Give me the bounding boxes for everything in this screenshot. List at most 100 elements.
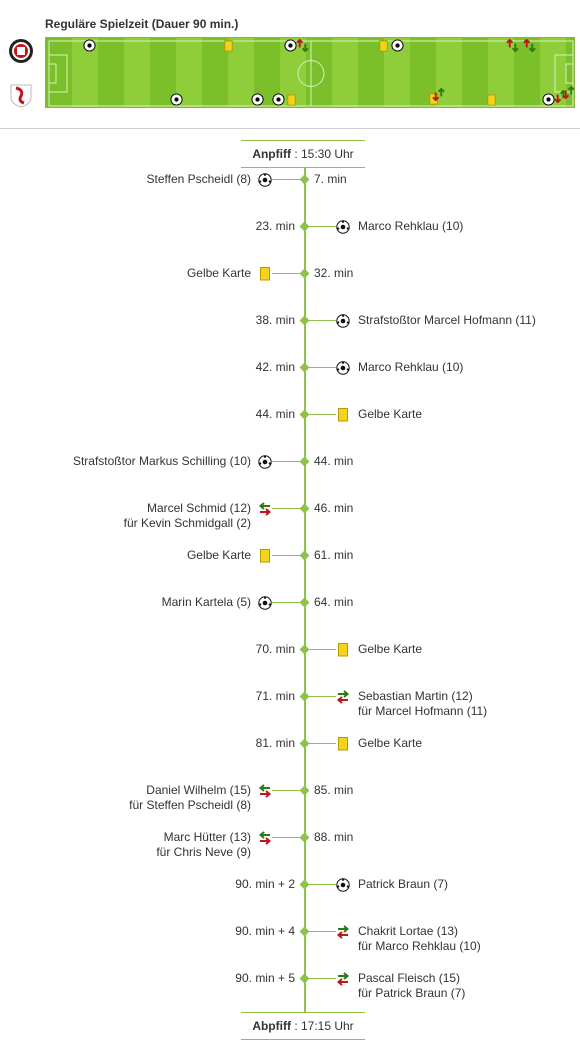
- event-minute: 85. min: [314, 783, 354, 797]
- yellow-card-marker-icon: [487, 94, 496, 106]
- event-primary-text: Gelbe Karte: [358, 736, 423, 750]
- divider: [0, 128, 580, 129]
- event-row: Pascal Fleisch (15)für Patrick Braun (7)…: [0, 971, 580, 1001]
- event-description: Steffen Pscheidl (8): [146, 172, 251, 187]
- event-description: Gelbe Karte: [358, 642, 422, 657]
- event-minute: 70. min: [255, 642, 295, 656]
- event-minute: 64. min: [314, 595, 354, 609]
- event-secondary-text: für Marco Rehklau (10): [358, 939, 481, 953]
- goal-marker-icon: [170, 93, 183, 106]
- timeline-connector: [272, 273, 302, 274]
- event-description: Pascal Fleisch (15)für Patrick Braun (7): [358, 971, 465, 1001]
- substitution-icon: [258, 831, 272, 845]
- event-minute: 23. min: [255, 219, 295, 233]
- kickoff-time: : 15:30 Uhr: [294, 147, 354, 161]
- final-whistle-label: Abpfiff: [252, 1019, 291, 1033]
- section-title: Reguläre Spielzeit (Dauer 90 min.): [45, 17, 239, 31]
- yellow-card-icon: [258, 267, 272, 281]
- event-description: Strafstoßtor Marcel Hofmann (11): [358, 313, 536, 328]
- event-minute: 88. min: [314, 830, 354, 844]
- event-minute: 7. min: [314, 172, 347, 186]
- event-secondary-text: für Steffen Pscheidl (8): [129, 798, 251, 812]
- goal-marker-icon: [391, 39, 404, 52]
- substitution-marker-icon: [296, 39, 309, 52]
- event-minute: 32. min: [314, 266, 354, 280]
- event-primary-text: Gelbe Karte: [186, 266, 251, 280]
- event-description: Gelbe Karte: [358, 736, 422, 751]
- final-whistle-time: : 17:15 Uhr: [294, 1019, 354, 1033]
- event-minute: 81. min: [255, 736, 295, 750]
- timeline-connector: [308, 884, 336, 885]
- event-minute: 42. min: [255, 360, 295, 374]
- event-primary-text: Steffen Pscheidl (8): [146, 172, 251, 186]
- event-row: Gelbe Karte 81. min: [0, 736, 580, 766]
- goal-icon: [258, 173, 272, 187]
- event-primary-text: Marco Rehklau (10): [358, 360, 464, 374]
- timeline-connector: [272, 837, 302, 838]
- event-row: Marco Rehklau (10) 23. min: [0, 219, 580, 249]
- event-description: Gelbe Karte: [187, 548, 251, 563]
- event-description: Marco Rehklau (10): [358, 219, 463, 234]
- event-primary-text: Gelbe Karte: [186, 548, 251, 562]
- substitution-marker-icon: [432, 88, 445, 101]
- event-row: Gelbe Karte 61. min: [0, 548, 580, 578]
- event-minute: 90. min + 5: [235, 971, 295, 985]
- goal-icon: [258, 596, 272, 610]
- event-row: Strafstoßtor Markus Schilling (10)44. mi…: [0, 454, 580, 484]
- event-minute: 38. min: [255, 313, 295, 327]
- event-description: Gelbe Karte: [358, 407, 422, 422]
- event-row: Marco Rehklau (10) 42. min: [0, 360, 580, 390]
- event-primary-text: Strafstoßtor Marcel Hofmann (11): [358, 313, 536, 327]
- event-primary-text: Gelbe Karte: [358, 642, 423, 656]
- timeline-connector: [308, 367, 336, 368]
- goal-icon: [336, 361, 350, 375]
- goal-marker-icon: [83, 39, 96, 52]
- goal-icon: [336, 314, 350, 328]
- timeline-connector: [272, 461, 302, 462]
- timeline-connector: [272, 179, 302, 180]
- goal-marker-icon: [284, 39, 297, 52]
- substitution-icon: [258, 502, 272, 516]
- event-primary-text: Marin Kartela (5): [161, 595, 251, 609]
- timeline-connector: [308, 320, 336, 321]
- event-secondary-text: für Kevin Schmidgall (2): [123, 516, 251, 530]
- goal-icon: [336, 220, 350, 234]
- event-primary-text: Gelbe Karte: [358, 407, 423, 421]
- event-description: Strafstoßtor Markus Schilling (10): [73, 454, 251, 469]
- event-row: Gelbe Karte 70. min: [0, 642, 580, 672]
- event-description: Marc Hütter (13)für Chris Neve (9): [156, 830, 251, 860]
- goal-icon: [258, 455, 272, 469]
- event-minute: 71. min: [255, 689, 295, 703]
- timeline-connector: [272, 555, 302, 556]
- timeline-connector: [308, 696, 336, 697]
- event-description: Patrick Braun (7): [358, 877, 448, 892]
- substitution-icon: [336, 972, 350, 986]
- event-secondary-text: für Patrick Braun (7): [358, 986, 466, 1000]
- event-description: Marco Rehklau (10): [358, 360, 463, 375]
- event-description: Marin Kartela (5): [162, 595, 251, 610]
- substitution-icon: [336, 925, 350, 939]
- pitch-overview: [45, 37, 575, 108]
- event-minute: 46. min: [314, 501, 354, 515]
- event-primary-text: Marco Rehklau (10): [358, 219, 464, 233]
- timeline-connector: [272, 790, 302, 791]
- event-row: Sebastian Martin (12)für Marcel Hofmann …: [0, 689, 580, 719]
- substitution-marker-icon: [554, 90, 567, 103]
- event-secondary-text: für Chris Neve (9): [156, 845, 251, 859]
- timeline-connector: [308, 649, 336, 650]
- goal-icon: [336, 878, 350, 892]
- event-description: Marcel Schmid (12)für Kevin Schmidgall (…: [124, 501, 251, 531]
- event-minute: 44. min: [255, 407, 295, 421]
- event-minute: 61. min: [314, 548, 354, 562]
- yellow-card-marker-icon: [287, 94, 296, 106]
- yellow-card-icon: [336, 408, 350, 422]
- yellow-card-icon: [336, 643, 350, 657]
- event-minute: 90. min + 2: [235, 877, 295, 891]
- event-description: Chakrit Lortae (13)für Marco Rehklau (10…: [358, 924, 481, 954]
- goal-marker-icon: [542, 93, 555, 106]
- event-row: Gelbe Karte 44. min: [0, 407, 580, 437]
- timeline-connector: [308, 414, 336, 415]
- yellow-card-icon: [258, 549, 272, 563]
- event-secondary-text: für Marcel Hofmann (11): [358, 704, 488, 718]
- event-primary-text: Marc Hütter (13): [163, 830, 251, 844]
